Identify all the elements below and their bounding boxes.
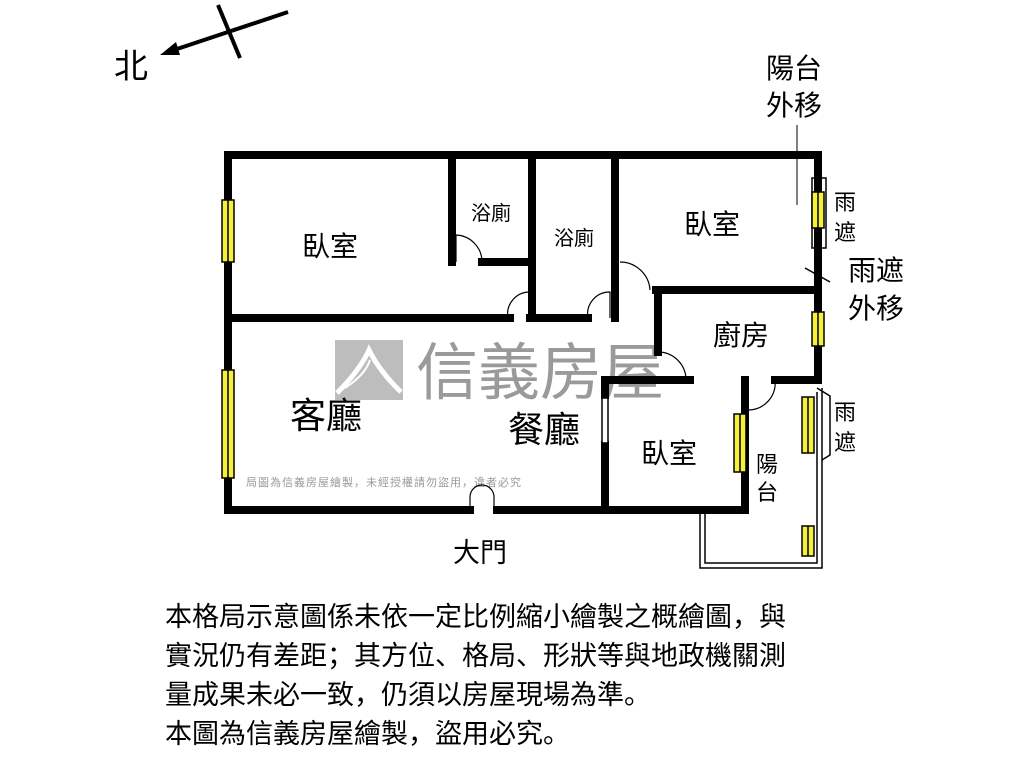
windows xyxy=(221,191,825,557)
canopy-moved-1: 雨遮 xyxy=(848,254,904,287)
entrance-label: 大門 xyxy=(453,538,507,569)
main-door xyxy=(469,484,495,510)
door-bath-2 xyxy=(587,291,611,319)
room-living: 客廳 xyxy=(290,396,362,437)
canopy-right-1: 雨 xyxy=(834,401,856,426)
door-bath-1 xyxy=(455,234,483,263)
room-bedroom-3: 臥室 xyxy=(641,437,697,470)
balcony-moved-1: 陽台 xyxy=(766,52,822,85)
canopy-right-2: 遮 xyxy=(834,431,856,456)
canopy-moved-2: 外移 xyxy=(848,292,904,325)
note-line: 量成果未必一致，仍須以房屋現場為準。 xyxy=(165,680,651,711)
room-balcony-2: 台 xyxy=(756,481,778,506)
north-arrow-icon xyxy=(160,4,289,59)
room-kitchen: 廚房 xyxy=(713,319,769,352)
doors[interactable] xyxy=(455,234,776,510)
room-dining: 餐廳 xyxy=(508,410,580,451)
note-line: 本格局示意圖係未依一定比例縮小繪製之概繪圖，與 xyxy=(165,602,786,633)
balcony-moved-2: 外移 xyxy=(766,89,822,122)
room-bedroom-2: 臥室 xyxy=(684,208,740,241)
room-bath-2: 浴廁 xyxy=(554,226,594,250)
door-bedroom-2 xyxy=(619,261,651,291)
watermark-brand: 信義房屋 xyxy=(416,336,664,409)
canopy-top-1: 雨 xyxy=(834,191,856,216)
watermark-small-text: 局圖為信義房屋繪製，未經授權請勿盜用，違者必究 xyxy=(246,475,522,489)
room-bedroom-1: 臥室 xyxy=(302,230,358,263)
door-kitchen xyxy=(657,351,687,381)
north-label: 北 xyxy=(114,47,148,87)
disclaimer-notes: 本格局示意圖係未依一定比例縮小繪製之概繪圖，與 實況仍有差距；其方位、格局、形狀… xyxy=(165,598,786,754)
door-balcony xyxy=(747,379,776,411)
note-line: 實況仍有差距；其方位、格局、形狀等與地政機關測 xyxy=(165,641,786,672)
room-bath-1: 浴廁 xyxy=(471,201,511,225)
door-bedroom-1 xyxy=(507,291,531,319)
canopy-top-2: 遮 xyxy=(834,221,856,246)
canopy-moved-leader xyxy=(804,267,831,283)
room-balcony-1: 陽 xyxy=(756,453,778,478)
note-line: 本圖為信義房屋繪製，盜用必究。 xyxy=(165,719,570,750)
watermark-logo xyxy=(335,340,403,400)
sliding-partition xyxy=(601,397,609,444)
